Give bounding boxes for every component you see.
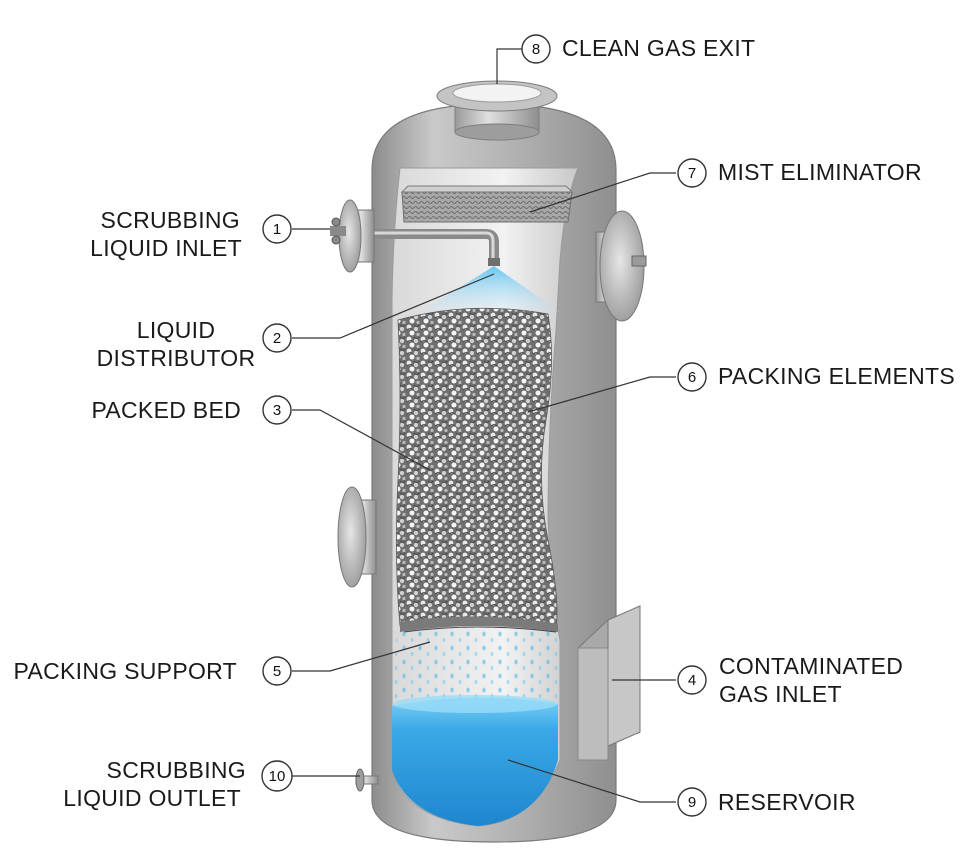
callout-5: 5 PACKING SUPPORT <box>14 656 292 686</box>
reservoir-liquid <box>392 695 558 826</box>
scrubbing-liquid-inlet-flange <box>330 199 375 273</box>
clean-gas-exit-nozzle <box>436 80 558 141</box>
callout-1: 1 SCRUBBING LIQUID INLET <box>90 207 292 261</box>
vessel <box>330 80 647 843</box>
callout-number: 3 <box>273 402 281 419</box>
callout-number: 1 <box>273 221 281 238</box>
label-scrubbing-liquid-inlet-line2: LIQUID INLET <box>90 235 242 261</box>
callout-number: 9 <box>688 794 696 811</box>
label-contaminated-gas-inlet-line1: CONTAMINATED <box>719 653 903 679</box>
label-clean-gas-exit: CLEAN GAS EXIT <box>562 35 755 61</box>
callout-number: 10 <box>269 768 286 785</box>
label-scrubbing-liquid-outlet-line2: LIQUID OUTLET <box>63 785 241 811</box>
mist-eliminator <box>400 185 574 223</box>
contaminated-gas-inlet-duct <box>577 605 641 761</box>
callout-9: 9 RESERVOIR <box>677 787 856 817</box>
label-liquid-distributor-line1: LIQUID <box>137 317 215 343</box>
leader-lines <box>292 48 676 803</box>
side-manway-right <box>595 210 647 322</box>
scrubbing-liquid-outlet-nozzle <box>355 768 379 792</box>
distributor-pipe <box>362 229 500 266</box>
callout-6: 6 PACKING ELEMENTS <box>677 362 955 392</box>
callout-number: 8 <box>532 41 540 58</box>
callout-3: 3 PACKED BED <box>91 395 292 425</box>
callout-number: 2 <box>273 330 281 347</box>
label-packed-bed: PACKED BED <box>91 397 241 423</box>
callout-number: 5 <box>273 663 281 680</box>
callout-8: 8 CLEAN GAS EXIT <box>521 34 755 64</box>
callout-4: 4 CONTAMINATED GAS INLET <box>677 653 903 707</box>
droplet-zone <box>394 627 558 700</box>
label-scrubbing-liquid-inlet-line1: SCRUBBING <box>101 207 240 233</box>
packed-bed <box>396 307 558 629</box>
callout-number: 7 <box>688 165 696 182</box>
label-contaminated-gas-inlet-line2: GAS INLET <box>719 681 842 707</box>
label-reservoir: RESERVOIR <box>718 789 856 815</box>
liquid-spray <box>420 266 560 312</box>
callout-7: 7 MIST ELIMINATOR <box>677 158 922 188</box>
callout-10: 10 SCRUBBING LIQUID OUTLET <box>63 757 293 811</box>
label-packing-support: PACKING SUPPORT <box>14 658 237 684</box>
side-manway-left <box>337 486 377 588</box>
callout-number: 6 <box>688 369 696 386</box>
label-mist-eliminator: MIST ELIMINATOR <box>718 159 922 185</box>
label-packing-elements: PACKING ELEMENTS <box>718 363 955 389</box>
label-liquid-distributor-line2: DISTRIBUTOR <box>97 345 256 371</box>
callout-number: 4 <box>688 672 696 689</box>
callout-2: 2 LIQUID DISTRIBUTOR <box>97 317 292 371</box>
label-scrubbing-liquid-outlet-line1: SCRUBBING <box>107 757 246 783</box>
